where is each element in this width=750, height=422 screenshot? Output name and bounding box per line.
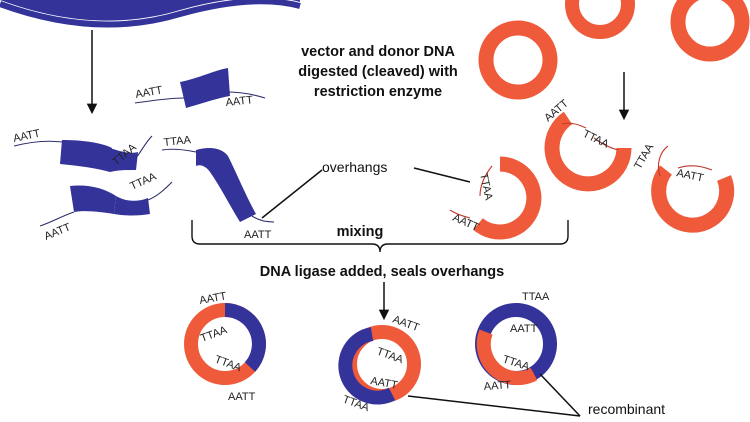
overhang-line xyxy=(134,97,185,104)
mixing-bracket xyxy=(191,220,569,253)
donor-fragment xyxy=(70,185,116,214)
pointer-recombinant xyxy=(539,373,581,417)
overhang-line xyxy=(251,215,275,223)
seq-aatt: AATT xyxy=(510,323,538,335)
seq-aatt: AATT xyxy=(12,127,41,144)
seq-aatt: AATT xyxy=(451,212,481,234)
seq-ttaa: TTAA xyxy=(632,141,656,171)
pointer-overhang-vector xyxy=(413,167,471,183)
pointer-recombinant xyxy=(407,395,581,417)
seq-aatt: AATT xyxy=(244,229,272,241)
label-digestion-line3: restriction enzyme xyxy=(314,84,442,100)
donor-fragment xyxy=(180,68,230,108)
overhang-line xyxy=(561,122,587,129)
vector-plasmid xyxy=(478,20,558,100)
plasmid-insert xyxy=(476,329,538,386)
seq-aatt: AATT xyxy=(675,167,704,184)
plasmid-insert xyxy=(224,303,266,372)
seq-aatt: AATT xyxy=(198,290,227,307)
label-mixing: mixing xyxy=(337,224,384,240)
overhang-line xyxy=(161,148,197,153)
overhang-line xyxy=(449,209,471,219)
vector-cut xyxy=(544,111,632,192)
seq-aatt: AATT xyxy=(43,221,73,242)
donor-dna-strand xyxy=(0,0,300,21)
overhang-line xyxy=(479,165,493,197)
plasmid-insert xyxy=(338,327,396,405)
seq-ttaa: TTAA xyxy=(477,172,495,202)
seq-aatt: AATT xyxy=(369,375,398,392)
overhang-line xyxy=(39,211,75,227)
seq-ttaa: TTAA xyxy=(522,291,550,303)
vector-cut xyxy=(651,165,735,233)
label-ligase: DNA ligase added, seals overhangs xyxy=(260,264,504,280)
donor-fragment xyxy=(110,148,138,172)
seq-aatt: AATT xyxy=(134,84,163,101)
seq-ttaa: TTAA xyxy=(581,128,611,151)
donor-fragment xyxy=(60,140,112,172)
seq-aatt: AATT xyxy=(225,94,254,109)
label-overhangs: overhangs xyxy=(322,159,387,175)
overhang-line xyxy=(677,165,713,171)
label-digestion-line1: vector and donor DNA xyxy=(301,44,455,60)
overhang-line xyxy=(13,140,63,147)
overhang-line xyxy=(593,137,619,151)
donor-fragment xyxy=(114,196,150,216)
seq-aatt: AATT xyxy=(228,391,256,403)
label-recombinant: recombinant xyxy=(588,401,665,417)
seq-ttaa: TTAA xyxy=(128,170,158,192)
overhang-line xyxy=(657,145,669,177)
seq-ttaa: TTAA xyxy=(163,134,192,149)
donor-dna-strand-lower xyxy=(0,0,301,28)
vector-plasmid xyxy=(670,0,750,62)
overhang-line xyxy=(147,181,173,201)
vector-cut xyxy=(473,156,542,240)
overhang-line xyxy=(135,135,153,159)
pointer-overhang-donor xyxy=(261,169,323,219)
donor-fragment xyxy=(196,148,256,222)
label-digestion-line2: digested (cleaved) with xyxy=(298,64,458,80)
seq-aatt: AATT xyxy=(483,379,511,393)
seq-ttaa: TTAA xyxy=(375,346,405,367)
overhang-line xyxy=(227,91,266,99)
vector-plasmid xyxy=(565,0,635,39)
